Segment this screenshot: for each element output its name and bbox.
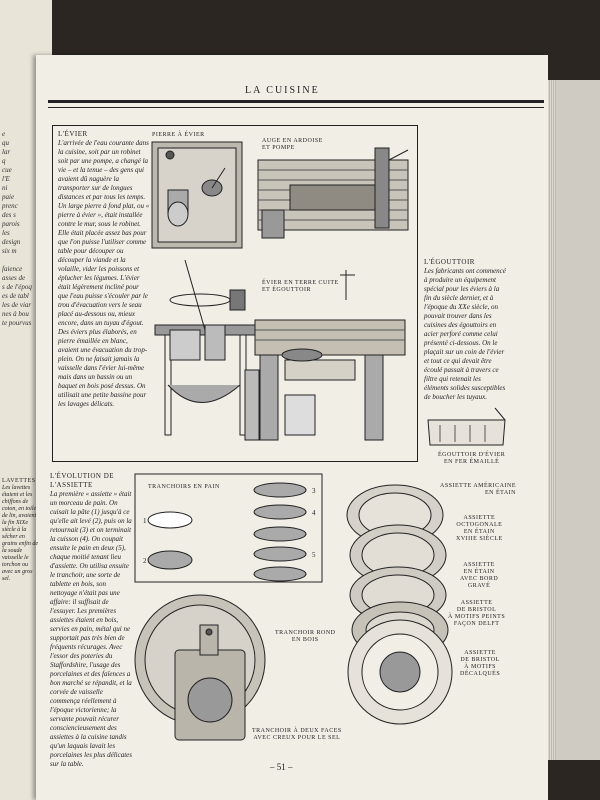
stone-sink-drawing — [151, 141, 243, 249]
trencher-number: 1 — [143, 517, 147, 525]
caption-terre: Évier en terre cuite et égouttoir — [262, 280, 339, 293]
trencher-numbers: 1 2 3 4 5 — [143, 487, 316, 565]
egouttoir-body: Les fabricants ont commencé à produire u… — [424, 267, 506, 401]
page-edges — [548, 80, 556, 760]
terracotta-sink-drawing — [154, 259, 406, 441]
plates-drawing — [346, 484, 453, 725]
facing-page-text: e qu lar q cue l'E ni paie prenc des s p… — [2, 130, 32, 327]
trencher-number: 4 — [312, 509, 316, 517]
caption-assiette-americaine: Assiette américaine en étain — [440, 483, 516, 496]
assiette-section: L'ÉVOLUTION DE L'ASSIETTE La première « … — [50, 472, 134, 769]
egouttoir-title: L'ÉGOUTTOIR — [424, 258, 475, 266]
caption-assiette-bristol: Assiette de Bristol à motifs peints faço… — [448, 600, 506, 627]
caption-pierre: Pierre à évier — [152, 132, 205, 138]
caption-egouttoir-img: Égouttoir d'évier en fer émaillé — [438, 452, 506, 465]
trencher-number: 5 — [312, 551, 316, 559]
page-stack — [548, 80, 600, 760]
evier-body: L'arrivée de l'eau courante dans la cuis… — [58, 139, 150, 408]
running-header: LA CUISINE — [245, 85, 320, 96]
bread-trenchers-drawing — [134, 473, 323, 583]
slate-trough-drawing — [257, 147, 409, 239]
evier-section: L'ÉVIER L'arrivée de l'eau courante dans… — [58, 130, 150, 409]
caption-tranchoir-rond: Tranchoir rond en bois — [275, 630, 336, 643]
assiette-title: L'ÉVOLUTION DE L'ASSIETTE — [50, 472, 115, 489]
drainer-drawing — [427, 407, 506, 446]
egouttoir-section: L'ÉGOUTTOIR Les fabricants ont commencé … — [424, 258, 506, 402]
round-trencher-drawing — [134, 594, 266, 741]
caption-tranchoirs-pain: Tranchoirs en pain — [148, 484, 220, 490]
caption-auge: Auge en ardoise et pompe — [262, 138, 323, 151]
assiette-body: La première « assiette » était un morcea… — [50, 490, 132, 768]
trencher-number: 2 — [143, 557, 147, 565]
left-margin-body: Les lavettes étaient et les chiffons de … — [2, 485, 38, 582]
caption-assiette-octogonale: Assiette octogonale en étain XVIIIe sièc… — [456, 515, 503, 542]
trencher-number: 3 — [312, 487, 316, 495]
caption-assiette-decalques: Assiette de Bristol à motifs décalqués — [460, 650, 501, 677]
caption-tranchoir-faces: Tranchoir à deux faces avec creux pour l… — [252, 728, 342, 741]
header-rule-thin — [48, 107, 544, 108]
left-margin-section: LAVETTES Les lavettes étaient et les chi… — [2, 478, 38, 583]
evier-title: L'ÉVIER — [58, 130, 88, 138]
sink-illustration-frame — [52, 125, 418, 462]
header-rule-thick — [48, 100, 544, 103]
left-margin-title: LAVETTES — [2, 478, 36, 484]
page-number: – 51 – — [270, 762, 293, 772]
caption-assiette-gravee: Assiette en étain avec bord gravé — [460, 562, 499, 589]
